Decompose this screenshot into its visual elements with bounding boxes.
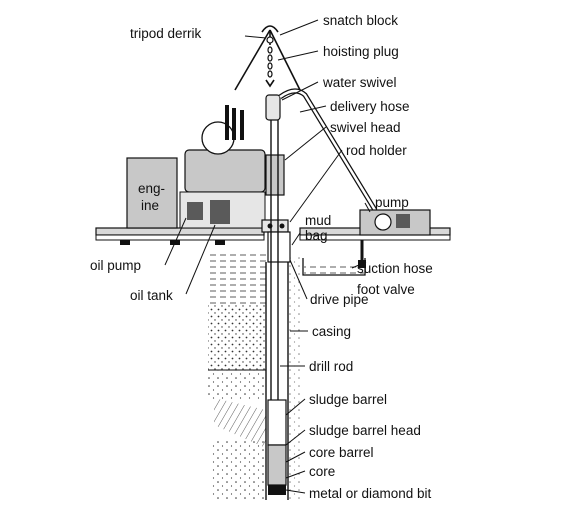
label-casing: casing [312, 324, 351, 339]
engine-block [126, 157, 178, 229]
label-tripod-derrik: tripod derrik [130, 26, 202, 41]
label-mud: mud [305, 213, 331, 228]
flywheel [201, 121, 235, 155]
gravel-layer [208, 370, 266, 400]
label-core: core [309, 464, 335, 479]
core-barrel [267, 444, 287, 486]
leader-lines [164, 19, 371, 494]
label-drill-rod: drill rod [309, 359, 353, 374]
water-layer [208, 250, 266, 305]
label-sludge-barrel: sludge barrel [309, 392, 387, 407]
label-sludge-barrel-head: sludge barrel head [309, 423, 421, 438]
label-delivery-hose: delivery hose [330, 99, 410, 114]
label-snatch-block: snatch block [323, 13, 398, 28]
bedrock-layer [212, 440, 266, 500]
swivel-head [265, 154, 285, 196]
water-swivel [265, 94, 281, 121]
drive-pipe [267, 231, 291, 263]
label-rod-holder: rod holder [346, 143, 407, 158]
ground-strata [208, 250, 302, 500]
gearbox [184, 149, 266, 193]
label-water-swivel: water swivel [322, 75, 397, 90]
label-swivel-head: swivel head [330, 120, 401, 135]
sludge-barrel [267, 399, 287, 446]
drill-string [261, 94, 291, 500]
drill-bit [268, 485, 286, 495]
label-bag: bag [305, 228, 328, 243]
label-engine-line1: eng- [138, 181, 165, 196]
label-engine-line2: ine [141, 198, 159, 213]
labels: tripod derrik snatch block hoisting plug… [90, 13, 433, 501]
label-oil-pump: oil pump [90, 258, 141, 273]
label-oil-tank: oil tank [130, 288, 173, 303]
label-core-barrel: core barrel [309, 445, 374, 460]
sand-layer [208, 305, 266, 370]
pump-assembly [359, 209, 431, 236]
label-suction-hose: suction hose [357, 261, 433, 276]
hoisting-chain [265, 46, 275, 88]
label-hoisting-plug: hoisting plug [323, 44, 399, 59]
pump [359, 209, 431, 236]
engine-assembly [126, 105, 266, 229]
label-drive-pipe: drive pipe [310, 292, 369, 307]
tripod-derrick [234, 25, 301, 91]
label-foot-valve: foot valve [357, 282, 415, 297]
rock-layer [214, 398, 266, 448]
label-bit: metal or diamond bit [309, 486, 432, 501]
label-pump: pump [375, 195, 409, 210]
snatch-block [266, 36, 274, 44]
